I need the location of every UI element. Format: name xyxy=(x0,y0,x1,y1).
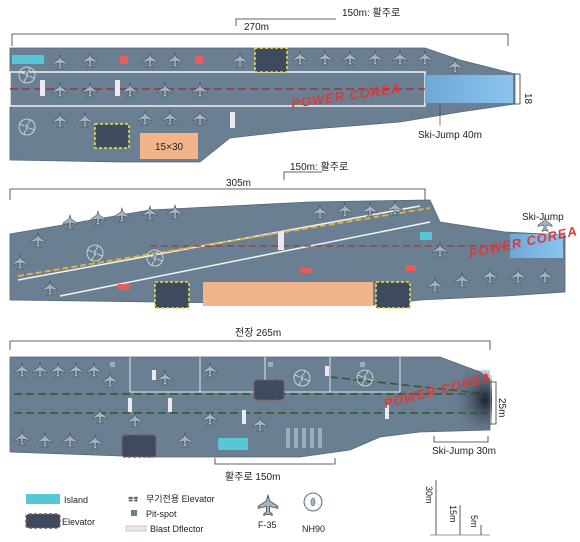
carrier1-blast-deflector xyxy=(115,80,120,96)
carrier3-blast-deflector xyxy=(242,410,246,424)
legend-elevator-swatch xyxy=(25,513,61,529)
carrier2-centerline xyxy=(17,207,431,277)
legend-f35-icon xyxy=(257,494,279,516)
carrier1-ski-jump xyxy=(425,75,513,103)
legend-island-label: Island xyxy=(64,495,88,505)
carrier1-pit-spot xyxy=(195,56,203,64)
legend-elevator-label: Elevator xyxy=(62,517,95,527)
carrier3-runway-label: 활주로 150m xyxy=(225,470,280,483)
carrier3-pit-spot xyxy=(110,362,115,367)
carrier1-island xyxy=(12,55,44,64)
carrier2-pit-spot xyxy=(406,265,416,271)
carrier3-pit-spot xyxy=(360,362,365,367)
carrier1-pad-label: 15×30 xyxy=(155,142,184,153)
carrier2-runway-edge xyxy=(59,221,431,297)
carrier3-pit-spot xyxy=(268,362,273,367)
legend-island-swatch xyxy=(26,494,60,504)
scale-label-15m: 15m xyxy=(448,505,458,523)
legend-blast-deflector-swatch xyxy=(125,525,147,532)
carrier1-blast-deflector xyxy=(40,80,45,96)
carrier2-pad xyxy=(203,282,373,306)
carrier3-blast-deflector xyxy=(168,398,172,412)
legend-pit-spot-label: Pit-spot xyxy=(146,509,177,519)
carrier3-width-label: 25m xyxy=(496,398,507,417)
carrier2-pit-spot xyxy=(300,268,312,273)
carrier-3: 전장 265m 25m Ski-Jump 30m 활주로 150m xyxy=(9,327,507,483)
carrier1-skijump-label: Ski-Jump 40m xyxy=(418,130,482,141)
carrier3-elevator-aft xyxy=(121,434,157,458)
scale-label-5m: 5m xyxy=(469,515,479,528)
carrier3-blast-deflector xyxy=(385,405,389,419)
carrier2-length-label: 305m xyxy=(226,178,251,189)
carrier1-elevator-aft xyxy=(94,123,130,149)
legend-nh90-label: NH90 xyxy=(302,524,325,534)
carrier2-pit-spot xyxy=(118,284,130,290)
carrier2-ski-jump xyxy=(510,234,563,258)
carrier3-island xyxy=(218,438,248,450)
carrier2-runway-label: 150m: 활주로 xyxy=(290,160,348,173)
carrier1-width-label: 18 xyxy=(522,93,533,105)
carrier1-pad xyxy=(140,133,198,159)
carrier1-length-label: 270m xyxy=(244,22,269,33)
legend-weapons-elevator-label: 무기전용 Elevator xyxy=(146,494,215,504)
carrier2-blast-deflector xyxy=(278,232,284,250)
carrier2-elevator-aft xyxy=(154,281,190,309)
carrier1-pit-spot xyxy=(120,56,128,64)
carrier3-ski-jump-shade xyxy=(440,370,490,430)
carrier3-length-label: 전장 265m xyxy=(235,327,281,339)
carrier2-skijump-label: Ski-Jump xyxy=(522,212,564,223)
carrier3-elevator-forward xyxy=(253,379,285,401)
carrier1-runway-label: 150m: 활주로 xyxy=(342,6,400,19)
legend-weapons-elevator-icon: ⩨⩨ xyxy=(128,494,138,504)
carrier3-personnel xyxy=(286,428,322,448)
carrier2-island xyxy=(420,232,432,240)
carrier1-elevator-forward xyxy=(254,47,288,73)
legend-blast-deflector-label: Blast Dflector xyxy=(150,524,204,534)
legend-nh90-icon xyxy=(304,493,322,511)
carrier1-flight-deck xyxy=(9,47,516,163)
carrier3-blast-deflector xyxy=(128,398,132,412)
carrier1-blast-deflector xyxy=(230,112,235,128)
carrier3-skijump-label: Ski-Jump 30m xyxy=(432,446,496,457)
legend: Island Elevator ⩨⩨ 무기전용 Elevator Pit-spo… xyxy=(25,480,490,536)
scale-label-30m: 30m xyxy=(424,486,434,504)
legend-f35-label: F-35 xyxy=(258,520,277,530)
carrier-1: 150m: 활주로 270m 18 Ski-Jump 40m 15×30 xyxy=(9,6,533,163)
legend-pit-spot-swatch xyxy=(131,510,137,516)
carrier-2: 150m: 활주로 305m Ski-Jump POWER COREA xyxy=(9,160,579,309)
carrier2-elevator-forward xyxy=(375,281,411,309)
